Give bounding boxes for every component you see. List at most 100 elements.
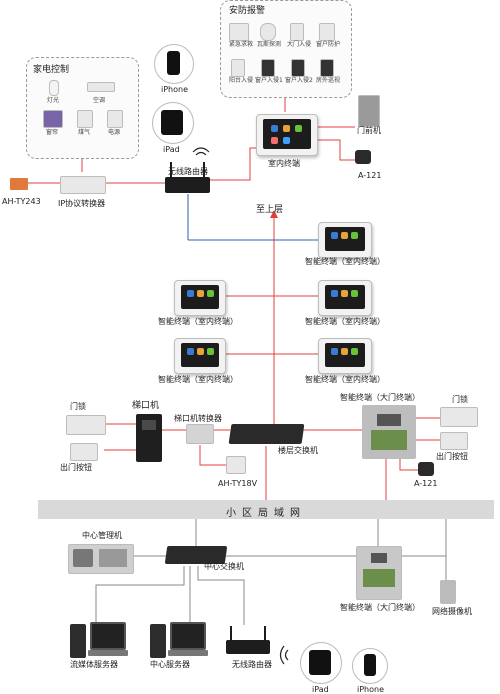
exit-button-left-icon [70, 443, 98, 461]
media-server-label: 流媒体服务器 [70, 660, 118, 669]
ip-converter-box [60, 176, 106, 194]
security-item-label: 紧急求救 [229, 41, 254, 48]
security-item-label: 大门入侵 [287, 41, 312, 48]
iphone-bottom-label: iPhone [357, 685, 385, 694]
exit-button-right-label: 出门按钮 [436, 452, 468, 461]
door-lock-left-icon [66, 415, 106, 435]
indoor-terminal-top [256, 114, 318, 156]
appliance-item-label: 窗帘 [46, 129, 59, 136]
patrol-sensor-icon [320, 59, 334, 77]
center-server-keyboard [168, 650, 208, 656]
iphone-icon [364, 654, 376, 676]
iphone-bottom-circle [352, 648, 388, 684]
gate-terminal-bottom-panel [356, 546, 402, 600]
emergency-sensor-icon [229, 23, 249, 41]
smart-terminal-5-label: 智能终端（室内终端） [305, 375, 385, 384]
exit-button-right-icon [440, 432, 468, 450]
ip-converter-label: IP协议转换器 [58, 199, 106, 208]
air-conditioner-icon [87, 82, 115, 92]
floor-switch [228, 424, 305, 444]
security-item-label: 窗户入侵1 [255, 77, 283, 84]
smart-terminal-2 [174, 280, 226, 316]
gate-terminal-top-label: 智能终端（大门终端） [340, 393, 420, 402]
media-server-monitor [90, 622, 126, 650]
smart-terminal-3 [318, 280, 372, 316]
door-lock-right-icon [440, 407, 478, 427]
wireless-router-top [165, 177, 210, 193]
lock-left-label: 门锁 [70, 402, 86, 411]
center-server-tower [150, 624, 166, 658]
media-server-keyboard [88, 650, 128, 656]
media-server-tower [70, 624, 86, 658]
ipad-bottom-circle [300, 642, 342, 684]
curtain-icon [43, 110, 63, 128]
router-antenna [264, 626, 266, 640]
ipad-bottom-label: iPad [312, 685, 329, 694]
gate-terminal-bottom-label: 智能终端（大门终端） [340, 603, 420, 612]
appliance-control-panel: 家电控制 灯光 空调 窗帘 煤气 电源 [26, 57, 139, 159]
ipad-icon [161, 110, 183, 135]
stair-converter-label: 梯口机转换器 [174, 414, 222, 423]
light-bulb-icon [49, 80, 59, 96]
community-lan-bar: 小区局域网 [38, 500, 494, 519]
ipad-top-circle [152, 102, 194, 144]
iphone-icon [167, 51, 180, 75]
smart-terminal-1-label: 智能终端（室内终端） [305, 257, 385, 266]
gate-terminal-top-panel [362, 405, 416, 459]
center-manager-label: 中心管理机 [82, 531, 122, 540]
appliance-item-label: 灯光 [47, 97, 60, 104]
smart-terminal-5 [318, 338, 372, 374]
a121-right-icon [418, 462, 434, 476]
lan-label: 小区局域网 [226, 508, 306, 519]
wifi-arcs [192, 147, 289, 665]
security-item-label: 窗户入侵2 [285, 77, 313, 84]
a121-right-label: A-121 [414, 479, 438, 488]
security-item-label: 窗户防护 [316, 41, 341, 48]
router-antenna [170, 162, 172, 177]
power-socket-icon [107, 110, 123, 128]
gas-detector-icon [260, 23, 276, 41]
stair-unit-label: 梯口机 [132, 401, 160, 411]
router-antenna [230, 626, 232, 640]
iphone-top-label: iPhone [161, 85, 189, 94]
appliance-title: 家电控制 [33, 65, 70, 75]
security-alarm-panel: 安防报警 紧急求救 瓦斯探测 大门入侵 窗户防护 阳台入侵 窗户入侵1 窗户入侵… [220, 0, 352, 98]
ah-ty243-module [10, 178, 28, 190]
balcony-sensor-icon [231, 59, 245, 77]
stair-unit-panel [136, 414, 162, 462]
ah-ty243-label: AH-TY243 [2, 197, 41, 206]
a121-adapter-icon [355, 150, 371, 164]
upper-arrow [270, 210, 278, 224]
floor-switch-label: 楼层交换机 [278, 446, 318, 455]
iphone-top-circle [154, 44, 194, 84]
window-guard-icon [319, 23, 335, 41]
blue-links [187, 194, 318, 241]
smart-terminal-2-label: 智能终端（室内终端） [158, 317, 238, 326]
wireless-router-top-label: 无线路由器 [168, 167, 208, 176]
window-sensor-2-icon [291, 59, 305, 77]
a121-top-label: A-121 [358, 171, 382, 180]
ipad-top-label: iPad [163, 145, 180, 154]
appliance-item-label: 煤气 [78, 129, 91, 136]
smart-terminal-4-label: 智能终端（室内终端） [158, 375, 238, 384]
gas-valve-icon [77, 110, 93, 128]
appliance-item-label: 空调 [93, 97, 106, 104]
window-sensor-1-icon [261, 59, 275, 77]
stair-converter-box [186, 424, 214, 444]
smart-terminal-4 [174, 338, 226, 374]
to-upper-floor-label: 至上层 [256, 205, 284, 215]
door-station-icon [358, 95, 380, 127]
network-camera-icon [440, 580, 456, 604]
center-manager-device [68, 544, 134, 574]
ah-ty18v-label: AH-TY18V [218, 479, 258, 488]
indoor-terminal-label: 室内终端 [268, 159, 300, 168]
ah-ty18v-module [226, 456, 246, 474]
security-item-label: 瓦斯探测 [257, 41, 282, 48]
ipad-icon [309, 650, 331, 675]
security-item-label: 房外巡视 [316, 77, 341, 84]
security-title: 安防报警 [229, 6, 266, 16]
center-server-monitor [170, 622, 206, 650]
smart-terminal-3-label: 智能终端（室内终端） [305, 317, 385, 326]
smart-terminal-1 [318, 222, 372, 258]
